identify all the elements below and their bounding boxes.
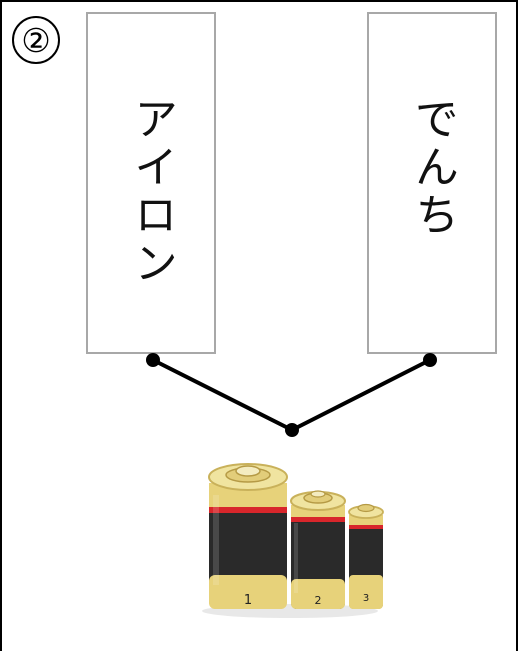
word-card-iron-label: アイロン [126, 96, 177, 288]
batteries-picture: 1 2 3 [202, 463, 384, 618]
connector-line-right [290, 358, 432, 432]
battery-d-label: 1 [244, 593, 252, 608]
question-number: ② [21, 20, 51, 60]
word-card-iron[interactable]: アイロン [86, 12, 216, 354]
word-card-battery-label: でんち [407, 96, 458, 240]
connector-dot-right[interactable] [423, 353, 437, 367]
connector-dot-left[interactable] [146, 353, 160, 367]
question-number-badge: ② [12, 16, 60, 64]
battery-c-icon: 2 [290, 490, 346, 609]
connector-dot-bottom[interactable] [285, 423, 299, 437]
word-card-battery[interactable]: でんち [367, 12, 497, 354]
battery-aa-label: 3 [363, 593, 369, 604]
battery-d-icon: 1 [208, 463, 288, 609]
battery-aa-icon: 3 [348, 503, 384, 609]
battery-c-label: 2 [315, 594, 322, 607]
connector-line-left [151, 358, 294, 432]
